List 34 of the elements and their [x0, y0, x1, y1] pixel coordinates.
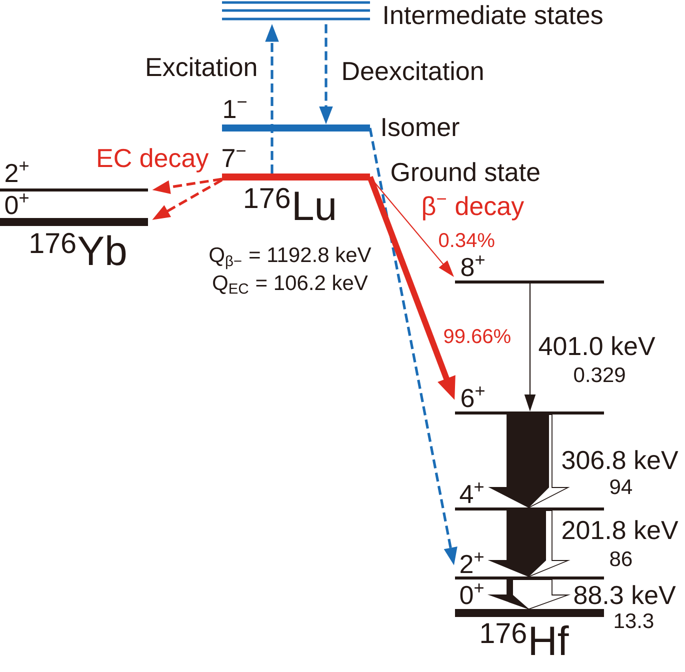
nuclide-label: $^{176}$Hf — [481, 622, 569, 655]
intensity-value: 13.3 — [614, 613, 654, 628]
q-value: Q$_{EC}$ = 106.2 keV — [213, 274, 368, 294]
level-name: Isomer — [382, 118, 460, 136]
intensity-value: 94 — [610, 479, 632, 494]
spin-label: 7$^{−}$ — [222, 149, 246, 167]
nuclide-label: $^{176}$Lu — [245, 188, 334, 220]
spin-label: 2$^{+}$ — [6, 161, 28, 182]
level-name: Intermediate states — [384, 5, 602, 24]
edge-label: 306.8 keV — [562, 450, 678, 470]
nuclide-label: $^{176}$Yb — [30, 232, 126, 266]
intensity-value: 0.329 — [574, 367, 625, 382]
block-arrow — [487, 579, 571, 610]
spin-label: 8$^{+}$ — [461, 255, 484, 276]
block-arrow — [488, 414, 570, 508]
edge-label: Deexcitation — [343, 61, 483, 80]
decay-label: EC decay — [98, 148, 209, 172]
spin-label: 0$^{+}$ — [5, 193, 28, 214]
spin-label: 6$^{+}$ — [462, 386, 484, 408]
decay-label: β$^{−}$ decay — [423, 196, 524, 220]
intensity-value: 86 — [610, 551, 632, 566]
edge-label: Excitation — [147, 57, 256, 76]
q-value: Q$_{β−}$ = 1192.8 keV — [210, 246, 372, 270]
edge-label: 88.3 keV — [574, 585, 676, 604]
spin-label: 2$^{+}$ — [460, 552, 484, 573]
spin-label: 4$^{+}$ — [460, 482, 484, 503]
level-name: Ground state — [392, 162, 540, 182]
edge-label: 401.0 keV — [538, 336, 656, 356]
spin-label: 0$^{+}$ — [460, 583, 484, 604]
edge-label: 0.34% — [439, 233, 494, 248]
block-arrow — [488, 510, 570, 577]
edge-label: 201.8 keV — [562, 520, 678, 540]
edge-label: 99.66% — [444, 329, 510, 344]
spin-label: 1$^{−}$ — [224, 100, 246, 118]
